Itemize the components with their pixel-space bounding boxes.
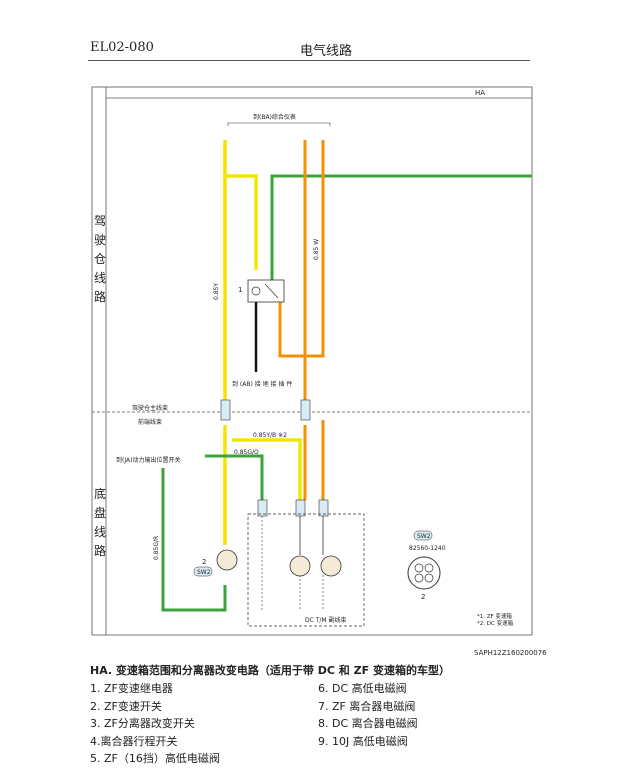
legend-item: 7. ZF 离合器电磁阀	[318, 699, 416, 713]
legend-right: 6. DC 高低电磁阀 7. ZF 离合器电磁阀 8. DC 离合器电磁阀 9.…	[318, 680, 418, 750]
wire-go-label: 0.85G/O	[234, 449, 259, 456]
header-rule	[88, 60, 530, 61]
chassis-side-label: 底 盘 线 路	[93, 487, 106, 558]
diagram-notes: *1. ZF 变速箱 *2. DC 变速箱	[477, 614, 514, 627]
wire-bw-label: 0.85 W	[313, 239, 320, 260]
legend-item: 3. ZF分离器改变开关	[90, 717, 195, 730]
relay-box	[247, 279, 285, 303]
legend-item: 8. DC 离合器电磁阀	[318, 717, 418, 730]
component-2b-label: 2	[421, 593, 425, 601]
wire-yb-label: 0.85Y/B ※2	[253, 432, 287, 439]
caption-title: HA. 变速箱范围和分离器改变电路（适用于带 DC 和 ZF 变速箱的车型）	[90, 664, 450, 677]
legend-item: 5. ZF（16挡）高低电磁阀	[90, 752, 220, 765]
legend-item: 4.离合器行程开关	[90, 734, 178, 748]
to-ab-label: 到 (AB) 接 地 接 插 件	[232, 380, 292, 388]
legend-item: 6. DC 高低电磁阀	[318, 682, 407, 695]
wire-y-label: 0.85Y	[213, 283, 220, 300]
page-code: EL02-080	[90, 40, 154, 55]
ba-bracket	[227, 122, 331, 126]
dc-harness-label: DC T/M 副线束	[305, 616, 347, 624]
orange-wires	[278, 140, 325, 500]
harness-cab-label: 驾驶仓主线束	[132, 404, 168, 412]
component-2-label: 2	[202, 558, 206, 566]
legend-item: 2. ZF变速开关	[90, 699, 162, 713]
legend-item: 1. ZF变速继电器	[90, 682, 173, 695]
to-ja-label: 到(JA)动力输出位置开关	[116, 456, 180, 464]
harness-chassis-label: 前端线束	[138, 418, 162, 426]
legend-item: 9. 10J 高低电磁阀	[318, 734, 408, 748]
green-wire	[161, 174, 532, 612]
wire-gr-label: 0.85G/R	[153, 536, 160, 560]
cab-side-label: 驾 驶 仓 线 路	[93, 214, 106, 304]
component-1-label: 1	[238, 286, 242, 294]
solenoid-group	[247, 513, 365, 627]
connector-code: 82560-1240	[409, 545, 446, 552]
switch-symbol	[216, 549, 238, 571]
panel-code: HA	[475, 89, 485, 97]
diagram-frame	[91, 86, 533, 636]
connector-face-badge: SW2	[417, 533, 431, 540]
sw-badge: SW2	[197, 569, 211, 576]
connector-face	[407, 530, 441, 590]
section-title: 电气线路	[300, 44, 353, 59]
connectors	[220, 399, 329, 517]
legend-left: 1. ZF变速继电器 2. ZF变速开关 3. ZF分离器改变开关 4.离合器行…	[90, 680, 220, 768]
to-ba-label: 到(BA)综合仪表	[253, 113, 296, 121]
yellow-wire	[223, 140, 302, 545]
figure-code: SAPH12Z160200076	[474, 649, 547, 657]
